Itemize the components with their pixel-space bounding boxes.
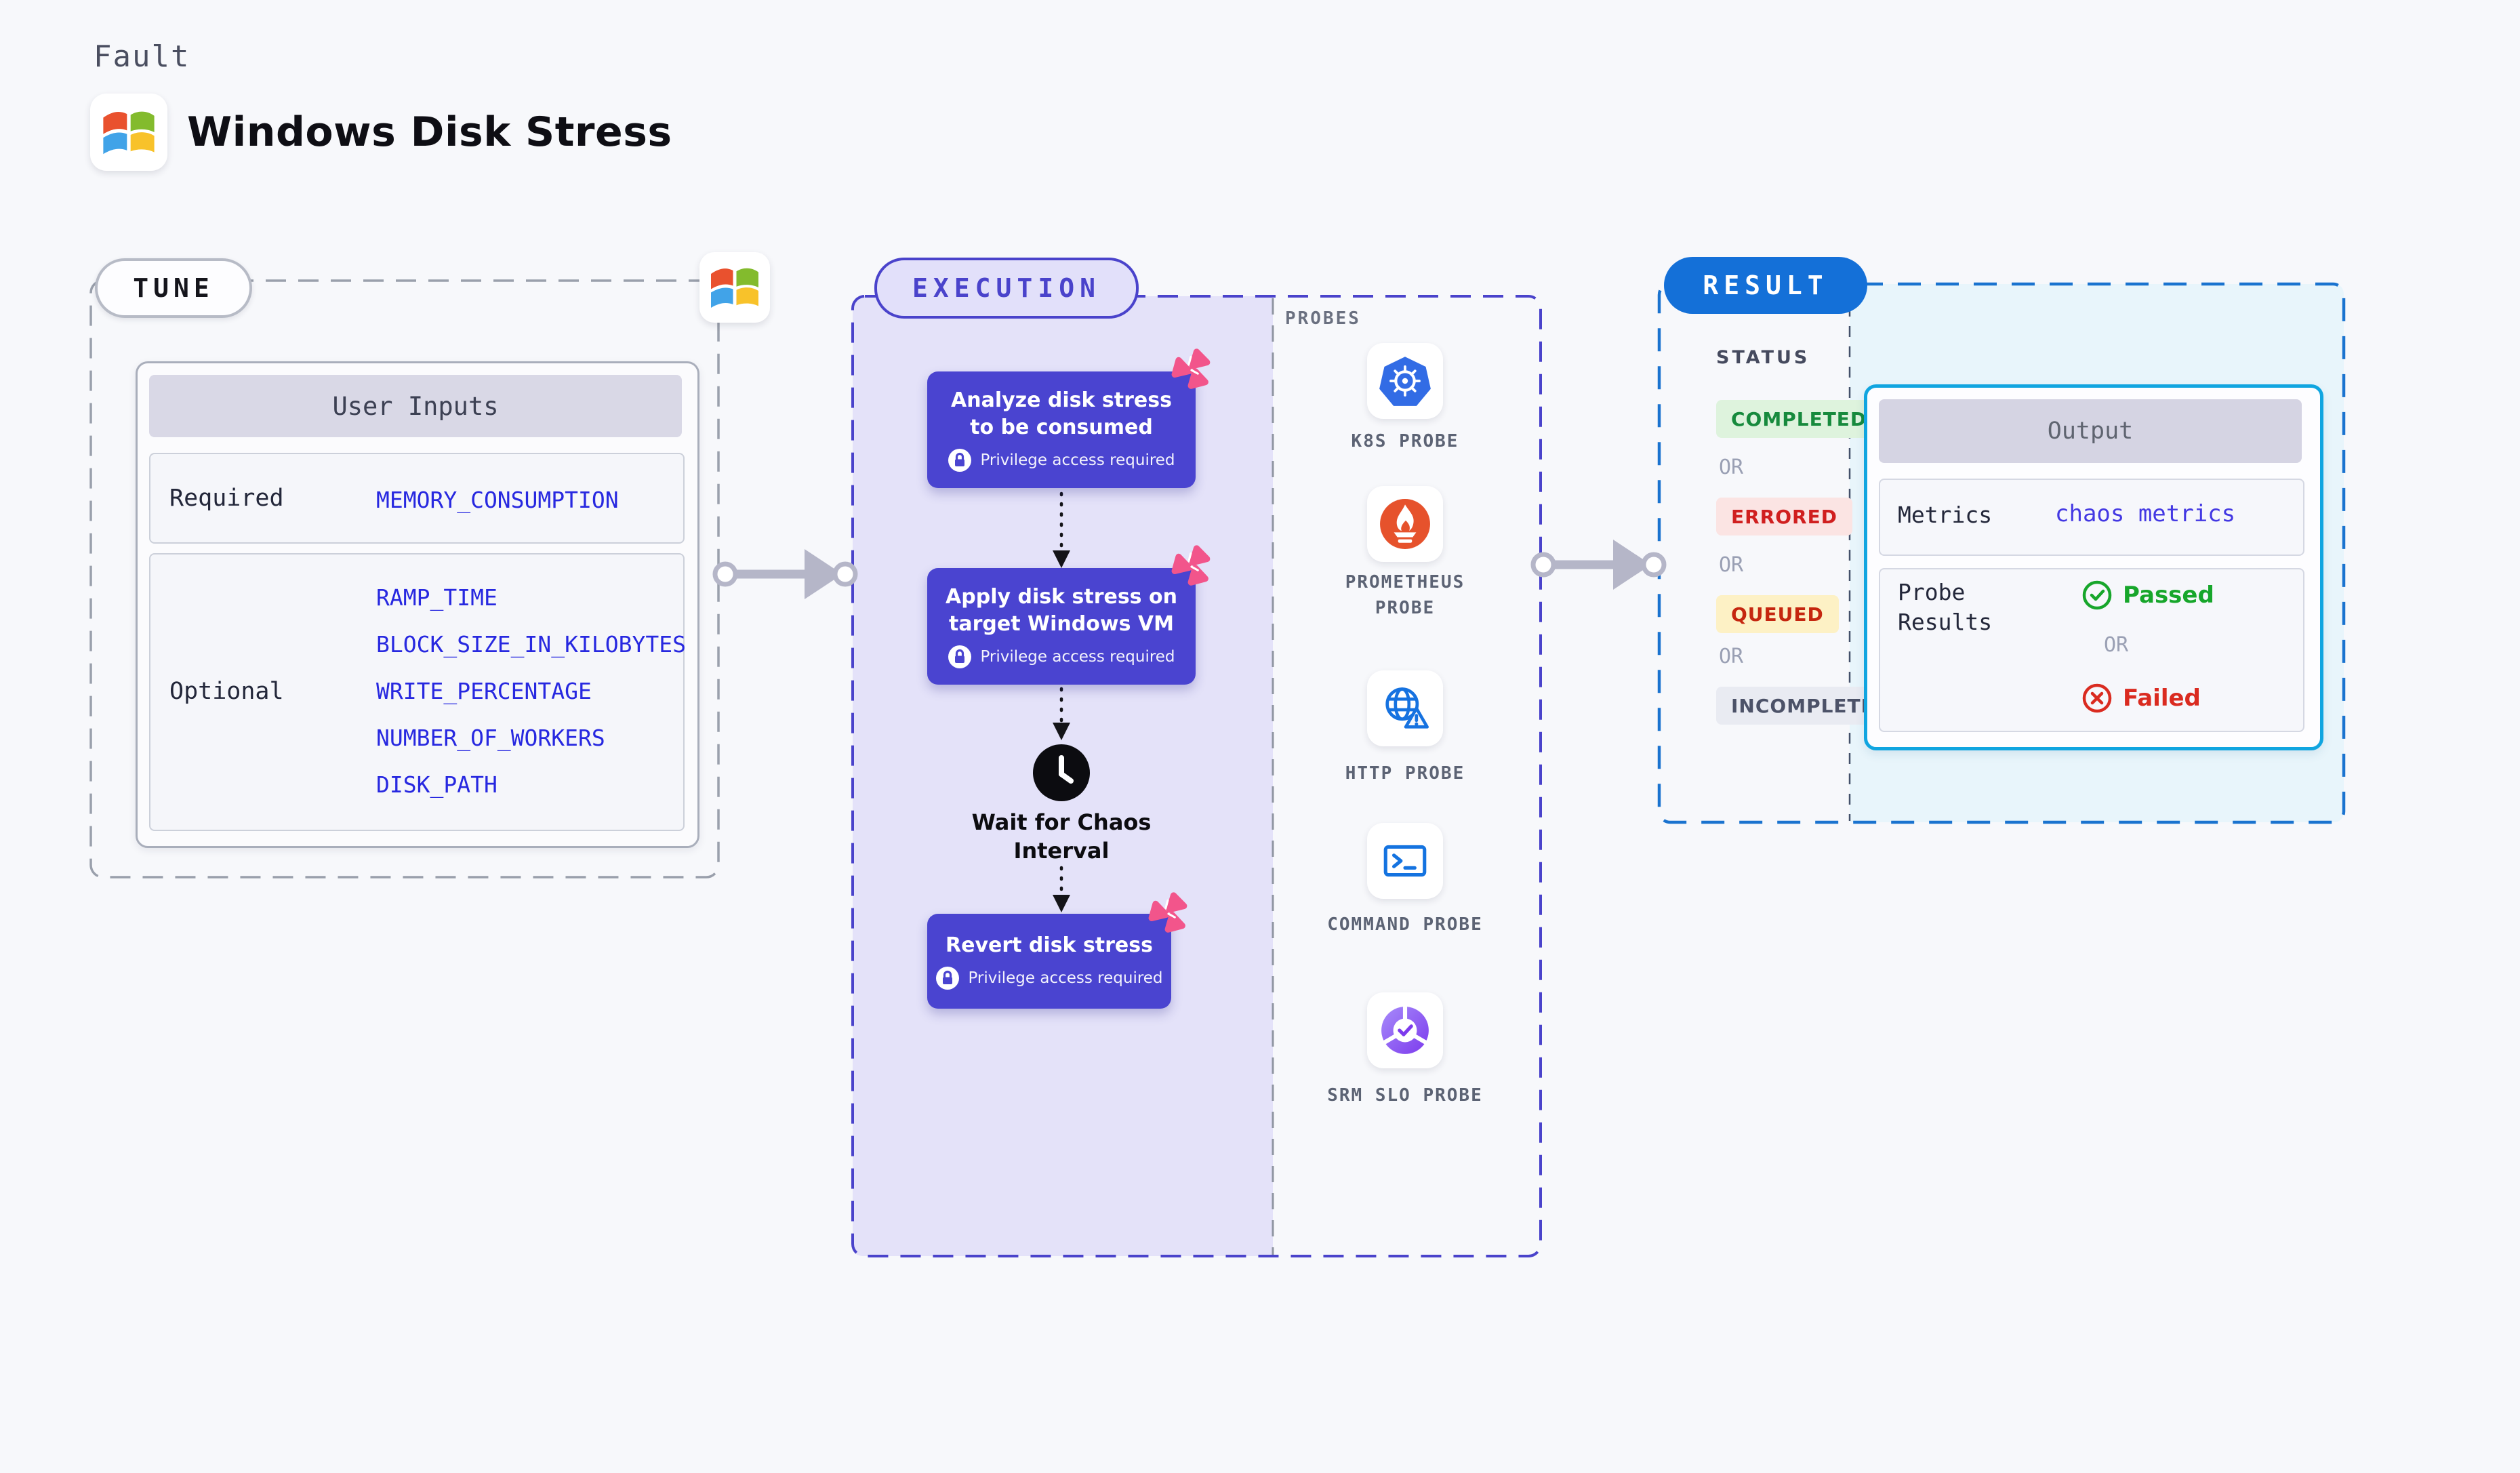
probe-card-srm-slo bbox=[1367, 992, 1443, 1068]
terminal-icon bbox=[1383, 845, 1427, 877]
kubernetes-icon bbox=[1379, 357, 1431, 406]
step-revert-disk-stress: Revert disk stress Privilege access requ… bbox=[927, 914, 1171, 1009]
http-globe-warning-icon bbox=[1385, 687, 1429, 729]
step-title: Apply disk stress on bbox=[946, 585, 1177, 609]
check-circle-icon bbox=[2082, 580, 2112, 610]
step-title: Analyze disk stress bbox=[951, 388, 1172, 412]
optional-inputs-row bbox=[149, 553, 685, 831]
user-inputs-title: User Inputs bbox=[149, 375, 682, 437]
probes-label: PROBES bbox=[1285, 308, 1361, 329]
chaos-pinwheel-icon bbox=[1148, 892, 1187, 933]
probe-card-prometheus bbox=[1367, 486, 1443, 562]
result-section-badge: RESULT bbox=[1664, 257, 1867, 314]
lock-icon bbox=[936, 967, 960, 990]
required-value: MEMORY_CONSUMPTION bbox=[376, 487, 619, 513]
x-circle-icon bbox=[2082, 683, 2112, 713]
step-title-line2: target Windows VM bbox=[949, 612, 1174, 636]
lock-icon bbox=[948, 449, 972, 472]
failed-label: Failed bbox=[2123, 685, 2201, 712]
passed-label: Passed bbox=[2123, 582, 2214, 609]
status-or: OR bbox=[1719, 645, 1744, 668]
srm-slo-icon bbox=[1381, 1005, 1429, 1054]
status-or: OR bbox=[1719, 553, 1744, 577]
chaos-metrics-link[interactable]: chaos metrics bbox=[2055, 500, 2236, 527]
windows-logo-small-icon bbox=[711, 268, 758, 308]
probe-label-command: COMMAND PROBE bbox=[1327, 914, 1483, 935]
optional-value: RAMP_TIME bbox=[376, 584, 497, 611]
privilege-note: Privilege access required bbox=[980, 648, 1175, 666]
probe-label-prometheus: PROMETHEUS PROBE bbox=[1345, 572, 1465, 618]
execution-section-badge: EXECUTION bbox=[874, 258, 1139, 319]
status-badge-queued: QUEUED bbox=[1716, 595, 1839, 633]
tune-container-border bbox=[89, 279, 720, 879]
status-label: STATUS bbox=[1716, 347, 1810, 368]
privilege-note: Privilege access required bbox=[980, 451, 1175, 469]
probe-label-srm-slo: SRM SLO PROBE bbox=[1327, 1085, 1483, 1106]
probe-label-http: HTTP PROBE bbox=[1345, 763, 1465, 784]
step-title-line2: to be consumed bbox=[970, 416, 1153, 439]
prometheus-icon bbox=[1380, 499, 1430, 549]
probe-results-or: OR bbox=[2104, 633, 2129, 657]
status-badge-errored: ERRORED bbox=[1716, 498, 1852, 536]
status-badge-completed: COMPLETED bbox=[1716, 400, 1882, 438]
output-title: Output bbox=[1879, 399, 2302, 463]
probe-label-k8s: K8S PROBE bbox=[1351, 431, 1459, 451]
optional-value: NUMBER_OF_WORKERS bbox=[376, 725, 605, 751]
optional-value: BLOCK_SIZE_IN_KILOBYTES bbox=[376, 631, 686, 658]
probe-results-label: Probe Results bbox=[1898, 579, 1993, 635]
optional-value: WRITE_PERCENTAGE bbox=[376, 678, 592, 704]
probe-card-http bbox=[1367, 670, 1443, 746]
required-label: Required bbox=[169, 485, 284, 512]
chaos-pinwheel-icon bbox=[1171, 348, 1211, 389]
probe-card-k8s bbox=[1367, 343, 1443, 419]
wait-for-chaos-interval-label: Wait for Chaos Interval bbox=[971, 809, 1152, 864]
status-or: OR bbox=[1719, 456, 1744, 479]
optional-label: Optional bbox=[169, 678, 284, 705]
passed-indicator: Passed bbox=[2082, 580, 2214, 610]
tune-section-badge: TUNE bbox=[95, 258, 252, 318]
clock-icon bbox=[1033, 744, 1090, 801]
optional-value: DISK_PATH bbox=[376, 771, 497, 798]
tune-to-execution-arrow bbox=[712, 549, 858, 599]
required-inputs-row bbox=[149, 453, 685, 544]
lock-icon bbox=[948, 645, 972, 668]
metrics-label: Metrics bbox=[1898, 502, 1993, 528]
windows-logo-icon bbox=[103, 111, 155, 155]
step-title: Revert disk stress bbox=[946, 933, 1153, 957]
probe-card-command bbox=[1367, 823, 1443, 899]
page-title: Windows Disk Stress bbox=[187, 108, 672, 156]
step-analyze-disk-stress: Analyze disk stress to be consumed Privi… bbox=[927, 371, 1196, 488]
step-connector-arrowheads bbox=[1053, 550, 1070, 912]
chaos-pinwheel-icon bbox=[1171, 545, 1211, 586]
windows-logo-container bbox=[90, 94, 167, 171]
windows-logo-small-container bbox=[699, 252, 770, 323]
step-apply-disk-stress: Apply disk stress on target Windows VM P… bbox=[927, 568, 1196, 685]
execution-to-result-arrow bbox=[1530, 540, 1667, 590]
execution-container-border bbox=[851, 295, 1542, 1257]
failed-indicator: Failed bbox=[2082, 683, 2201, 713]
metrics-row bbox=[1879, 479, 2304, 556]
fault-kicker: Fault bbox=[94, 39, 190, 74]
privilege-note: Privilege access required bbox=[968, 969, 1163, 987]
